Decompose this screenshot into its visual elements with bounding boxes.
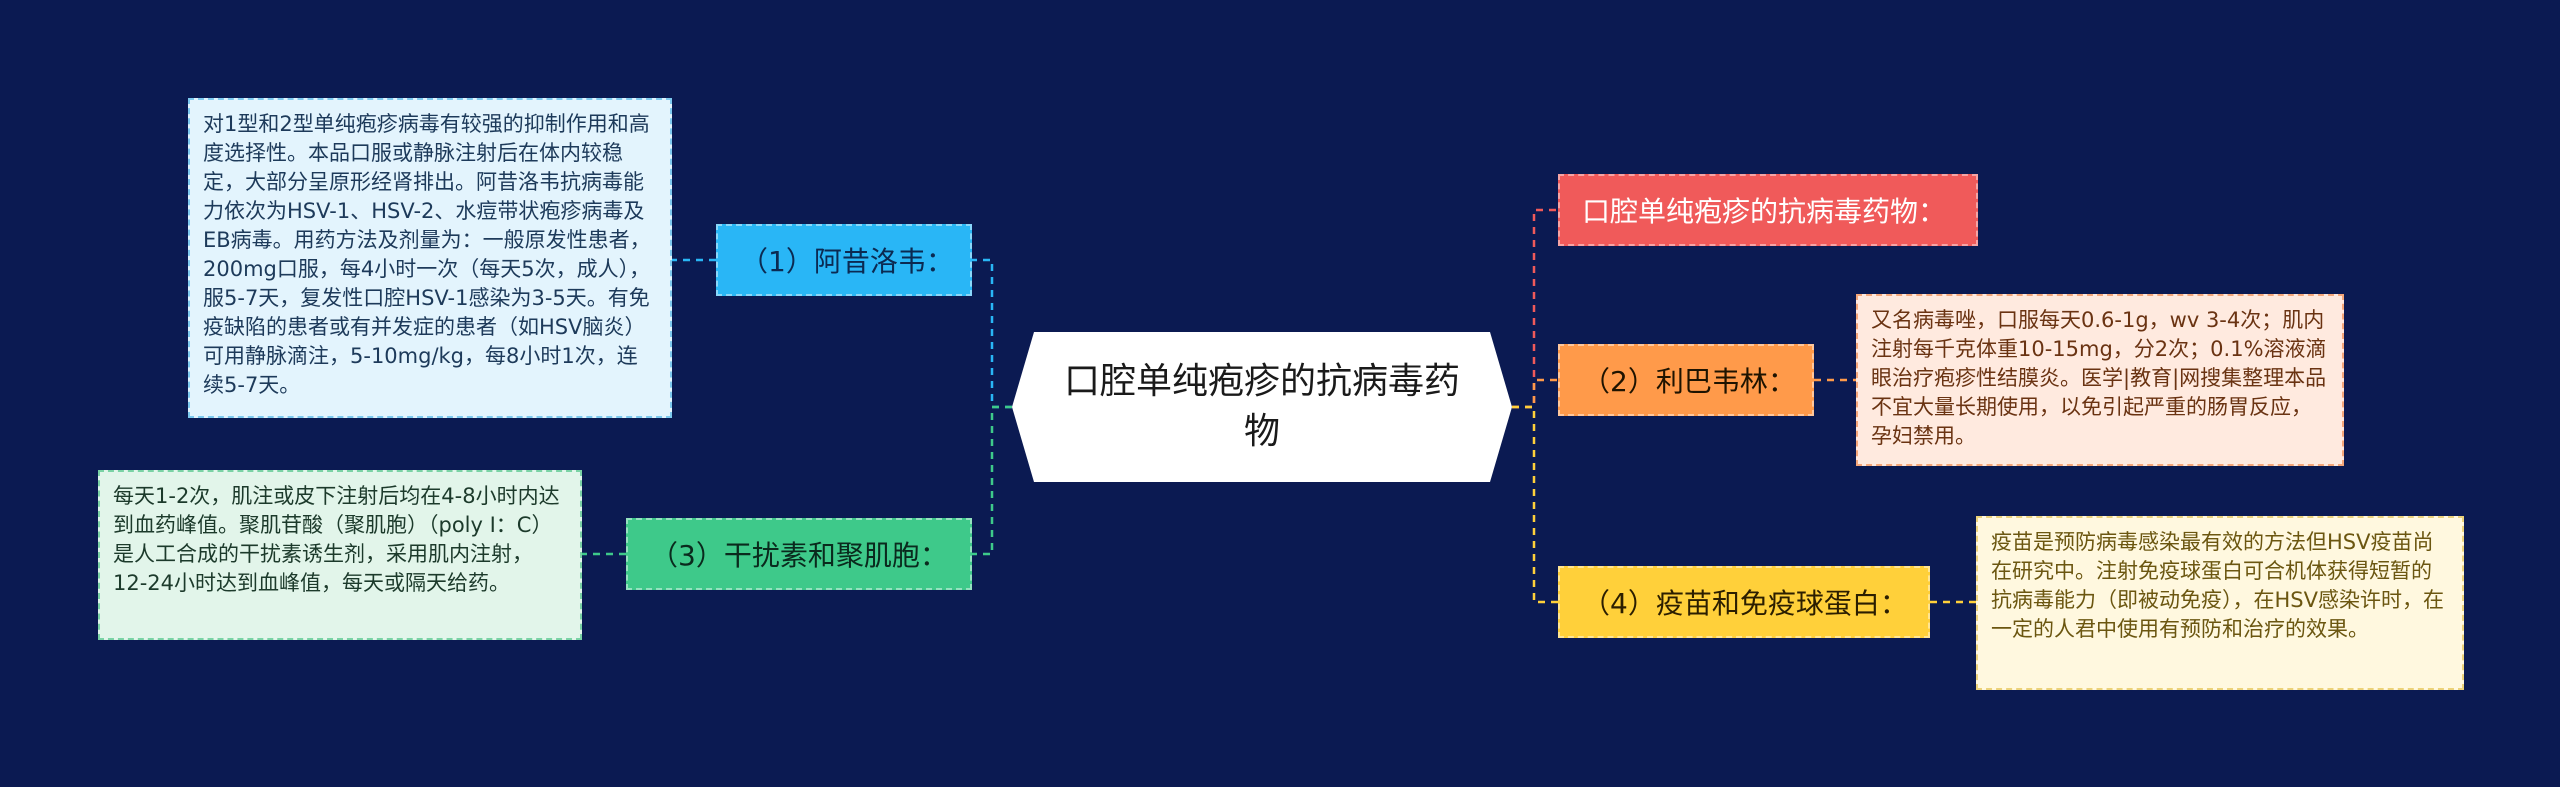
leaf-vaccine-details[interactable]: 疫苗是预防病毒感染最有效的方法但HSV疫苗尚在研究中。注射免疫球蛋白可合机体获得… xyxy=(1976,516,2464,690)
branch-vaccine-immunoglobulin-label: （4）疫苗和免疫球蛋白： xyxy=(1582,587,1908,620)
connector-center-yellow xyxy=(1512,405,1558,604)
leaf-acyclovir-text: 对1型和2型单纯疱疹病毒有较强的抑制作用和高度选择性。本品口服或静脉注射后在体内… xyxy=(203,112,651,397)
leaf-vaccine-text: 疫苗是预防病毒感染最有效的方法但HSV疫苗尚在研究中。注射免疫球蛋白可合机体获得… xyxy=(1991,530,2444,641)
leaf-interferon-details[interactable]: 每天1-2次，肌注或皮下注射后均在4-8小时内达到血药峰值。聚肌苷酸（聚肌胞）（… xyxy=(98,470,582,640)
branch-interferon-polyic-label: （3）干扰素和聚肌胞： xyxy=(650,539,948,572)
connector-center-blue xyxy=(972,258,1012,409)
branch-antiviral-drugs-label: 口腔单纯疱疹的抗病毒药物： xyxy=(1582,195,1947,228)
connector-center-orange xyxy=(1512,378,1558,409)
leaf-ribavirin-text: 又名病毒唑，口服每天0.6-1g，wv 3-4次；肌内注射每千克体重10-15m… xyxy=(1871,308,2327,448)
branch-interferon-polyic[interactable]: （3）干扰素和聚肌胞： xyxy=(626,518,972,590)
connector-center-red xyxy=(1512,208,1558,409)
branch-antiviral-drugs[interactable]: 口腔单纯疱疹的抗病毒药物： xyxy=(1558,174,1978,246)
central-topic-label: 口腔单纯疱疹的抗病毒药物 xyxy=(1063,361,1460,452)
branch-acyclovir[interactable]: （1）阿昔洛韦： xyxy=(716,224,972,296)
leaf-ribavirin-details[interactable]: 又名病毒唑，口服每天0.6-1g，wv 3-4次；肌内注射每千克体重10-15m… xyxy=(1856,294,2344,466)
connector-center-green xyxy=(972,405,1012,556)
branch-ribavirin[interactable]: （2）利巴韦林： xyxy=(1558,344,1814,416)
leaf-interferon-text: 每天1-2次，肌注或皮下注射后均在4-8小时内达到血药峰值。聚肌苷酸（聚肌胞）（… xyxy=(113,484,560,595)
branch-ribavirin-label: （2）利巴韦林： xyxy=(1582,365,1796,398)
central-topic[interactable]: 口腔单纯疱疹的抗病毒药物 xyxy=(1012,332,1512,482)
branch-vaccine-immunoglobulin[interactable]: （4）疫苗和免疫球蛋白： xyxy=(1558,566,1930,638)
branch-acyclovir-label: （1）阿昔洛韦： xyxy=(740,245,954,278)
leaf-acyclovir-details[interactable]: 对1型和2型单纯疱疹病毒有较强的抑制作用和高度选择性。本品口服或静脉注射后在体内… xyxy=(188,98,672,418)
